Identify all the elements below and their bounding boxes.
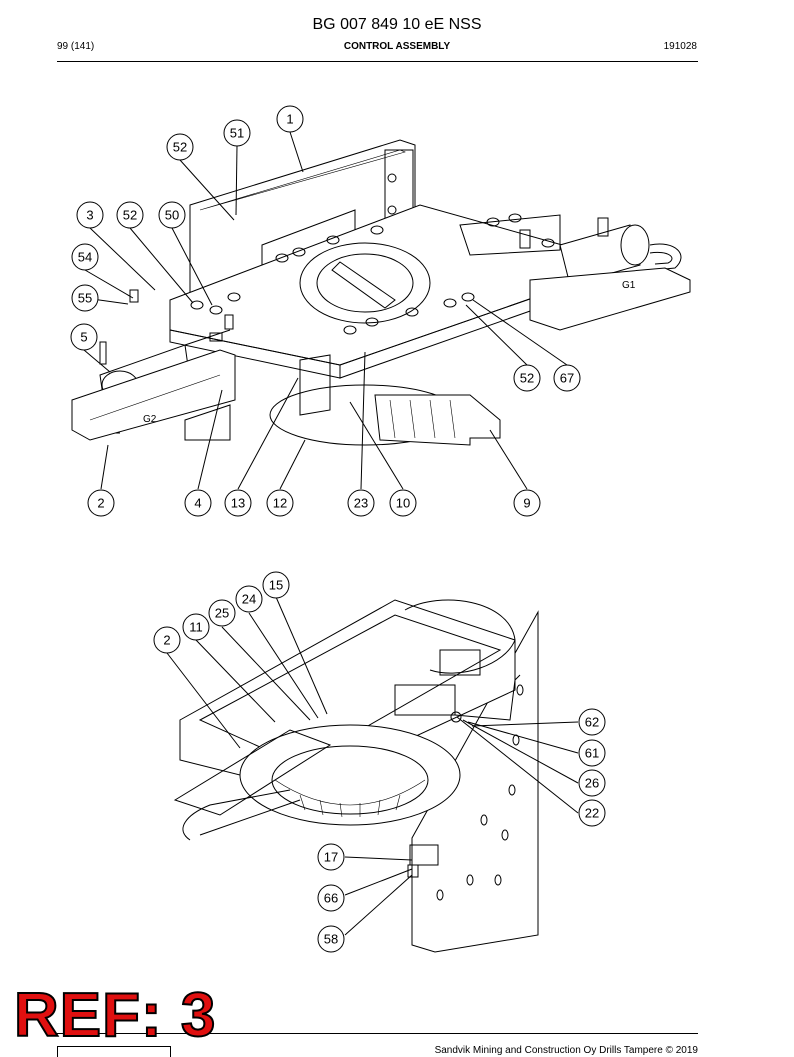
callout-label: 66 — [324, 891, 338, 906]
copyright-text: Sandvik Mining and Construction Oy Drill… — [434, 1045, 698, 1056]
callout-52-b: 52 — [116, 201, 144, 229]
callout-50: 50 — [158, 201, 186, 229]
header-rule — [57, 61, 698, 62]
callout-label: 50 — [165, 208, 179, 223]
callout-label: 24 — [242, 592, 256, 607]
callout-9: 9 — [513, 489, 541, 517]
callout-2-bottom: 2 — [153, 626, 181, 654]
callout-label: 52 — [123, 208, 137, 223]
page-number: 99 (141) — [57, 41, 95, 52]
callout-group: 1 51 52 3 52 50 54 55 5 52 67 2 4 13 12 … — [70, 105, 606, 953]
callout-66: 66 — [317, 884, 345, 912]
svg-text:G2: G2 — [143, 414, 157, 425]
callout-25: 25 — [208, 599, 236, 627]
callout-label: 10 — [396, 496, 410, 511]
callout-17: 17 — [317, 843, 345, 871]
svg-text:G1: G1 — [622, 280, 636, 291]
callout-label: 61 — [585, 746, 599, 761]
callout-label: 26 — [585, 776, 599, 791]
callout-1: 1 — [276, 105, 304, 133]
callout-label: 62 — [585, 715, 599, 730]
callout-26: 26 — [578, 769, 606, 797]
callout-label: 23 — [354, 496, 368, 511]
callout-label: 1 — [286, 112, 293, 127]
callout-12: 12 — [266, 489, 294, 517]
callout-22: 22 — [578, 799, 606, 827]
callout-3: 3 — [76, 201, 104, 229]
callout-5: 5 — [70, 323, 98, 351]
callout-label: 3 — [86, 208, 93, 223]
callout-label: 58 — [324, 932, 338, 947]
callout-label: 4 — [194, 496, 201, 511]
callout-label: 11 — [189, 620, 203, 635]
ref-stamp: REF: 3 — [13, 980, 217, 1051]
document-title: BG 007 849 10 eE NSS — [312, 16, 482, 33]
footer-rule — [57, 1033, 698, 1034]
callout-label: 54 — [78, 250, 92, 265]
callout-54: 54 — [71, 243, 99, 271]
callout-58: 58 — [317, 925, 345, 953]
callout-15: 15 — [262, 571, 290, 599]
callout-label: 2 — [97, 496, 104, 511]
callout-label: 5 — [80, 330, 87, 345]
callout-label: 17 — [324, 850, 338, 865]
callout-52-c: 52 — [513, 364, 541, 392]
sandvik-logo — [57, 1046, 171, 1057]
callout-label: 52 — [520, 371, 534, 386]
callout-61: 61 — [578, 739, 606, 767]
date-code: 191028 — [663, 41, 697, 52]
callout-label: 67 — [560, 371, 574, 386]
callout-23: 23 — [347, 489, 375, 517]
callout-52-a: 52 — [166, 133, 194, 161]
callout-label: 15 — [269, 578, 283, 593]
bottom-assembly-figure — [166, 596, 579, 953]
callout-24: 24 — [235, 585, 263, 613]
section-title: CONTROL ASSEMBLY — [343, 41, 451, 52]
callout-51: 51 — [223, 119, 251, 147]
callout-label: 55 — [78, 291, 92, 306]
callout-label: 51 — [230, 126, 244, 141]
callout-label: 13 — [231, 496, 245, 511]
callout-10: 10 — [389, 489, 417, 517]
callout-label: 12 — [273, 496, 287, 511]
callout-label: 9 — [523, 496, 530, 511]
top-assembly-figure: G2 G1 — [71, 131, 691, 490]
callout-11: 11 — [182, 613, 210, 641]
callout-67: 67 — [553, 364, 581, 392]
callout-13: 13 — [224, 489, 252, 517]
callout-label: 25 — [215, 606, 229, 621]
callout-4: 4 — [184, 489, 212, 517]
callout-62: 62 — [578, 708, 606, 736]
callout-label: 22 — [585, 806, 599, 821]
callout-2-top: 2 — [87, 489, 115, 517]
callout-label: 2 — [163, 633, 170, 648]
callout-label: 52 — [173, 140, 187, 155]
callout-55: 55 — [71, 284, 99, 312]
